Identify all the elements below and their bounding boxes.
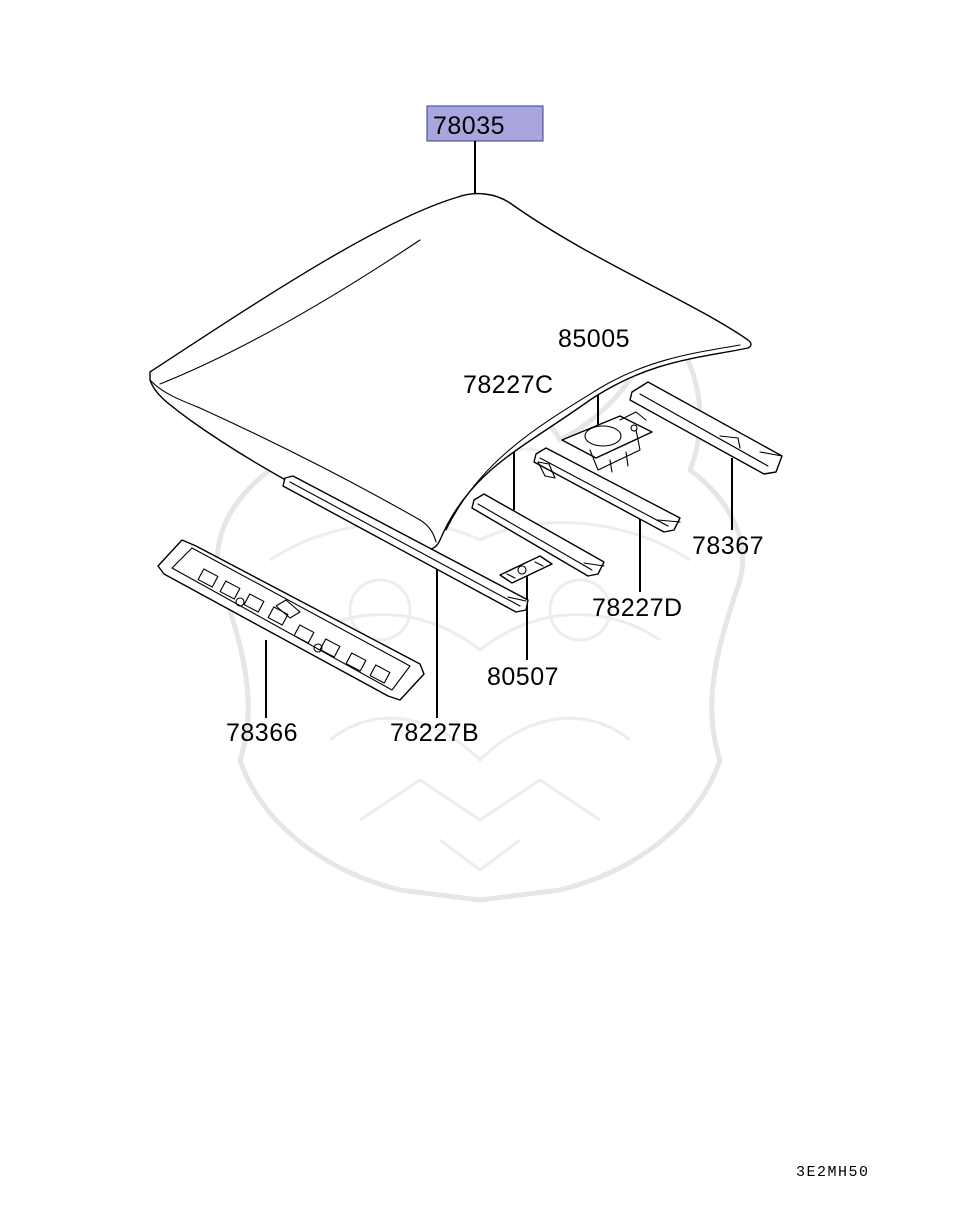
label-85005: 85005 <box>558 325 630 353</box>
rear-rail-78367[interactable] <box>629 381 783 475</box>
label-80507: 80507 <box>487 663 559 691</box>
roof-bow-78227b[interactable] <box>282 475 529 613</box>
label-78227d: 78227D <box>592 594 683 622</box>
bracket-80507[interactable] <box>499 555 553 584</box>
roof-bow-78227d[interactable] <box>533 447 681 533</box>
bracket-85005[interactable] <box>561 411 653 473</box>
label-78366: 78366 <box>226 719 298 747</box>
roof-panel-label-highlight <box>426 105 544 142</box>
label-78227c: 78227C <box>463 371 554 399</box>
front-header-78366[interactable] <box>157 539 425 701</box>
diagram-code: 3E2MH50 <box>796 1164 870 1181</box>
label-78227b: 78227B <box>390 719 479 747</box>
label-78035: 78035 <box>433 112 505 140</box>
label-78367: 78367 <box>692 532 764 560</box>
roof-bow-78227c[interactable] <box>471 493 605 577</box>
